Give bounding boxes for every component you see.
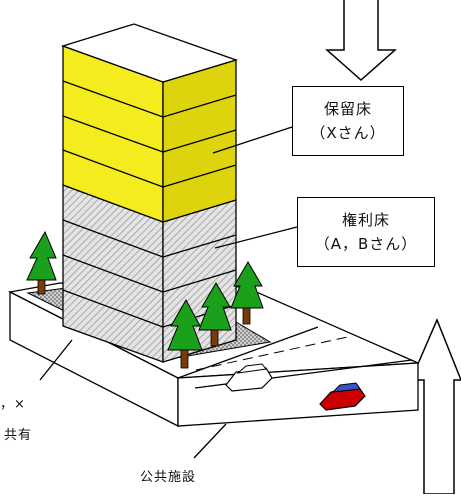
leader-lines xyxy=(39,126,298,459)
building-roof xyxy=(60,23,239,83)
tree-icon xyxy=(230,261,264,325)
car-icon xyxy=(319,382,366,411)
up-arrow-icon xyxy=(409,318,461,495)
reserved-floor-title: 保留床 xyxy=(323,100,372,118)
tree-icon xyxy=(198,282,232,347)
public-facility-label: 公共施設 xyxy=(140,470,197,485)
reserved-floor-owner: （Xさん） xyxy=(310,124,386,142)
rights-floor-owner: （A，Bさん） xyxy=(314,235,418,253)
rights-floor-callout: 権利床 （A，Bさん） xyxy=(297,197,435,267)
rights-floor-title: 権利床 xyxy=(341,211,390,229)
tree-icon xyxy=(26,230,57,295)
land-shared-label: 共有 xyxy=(4,428,33,443)
car-icon xyxy=(225,363,273,392)
down-arrow-icon xyxy=(325,0,397,82)
land-partial-label: ，× xyxy=(0,397,26,412)
reserved-floor-callout: 保留床 （Xさん） xyxy=(292,86,404,156)
tree-icon xyxy=(167,298,203,369)
